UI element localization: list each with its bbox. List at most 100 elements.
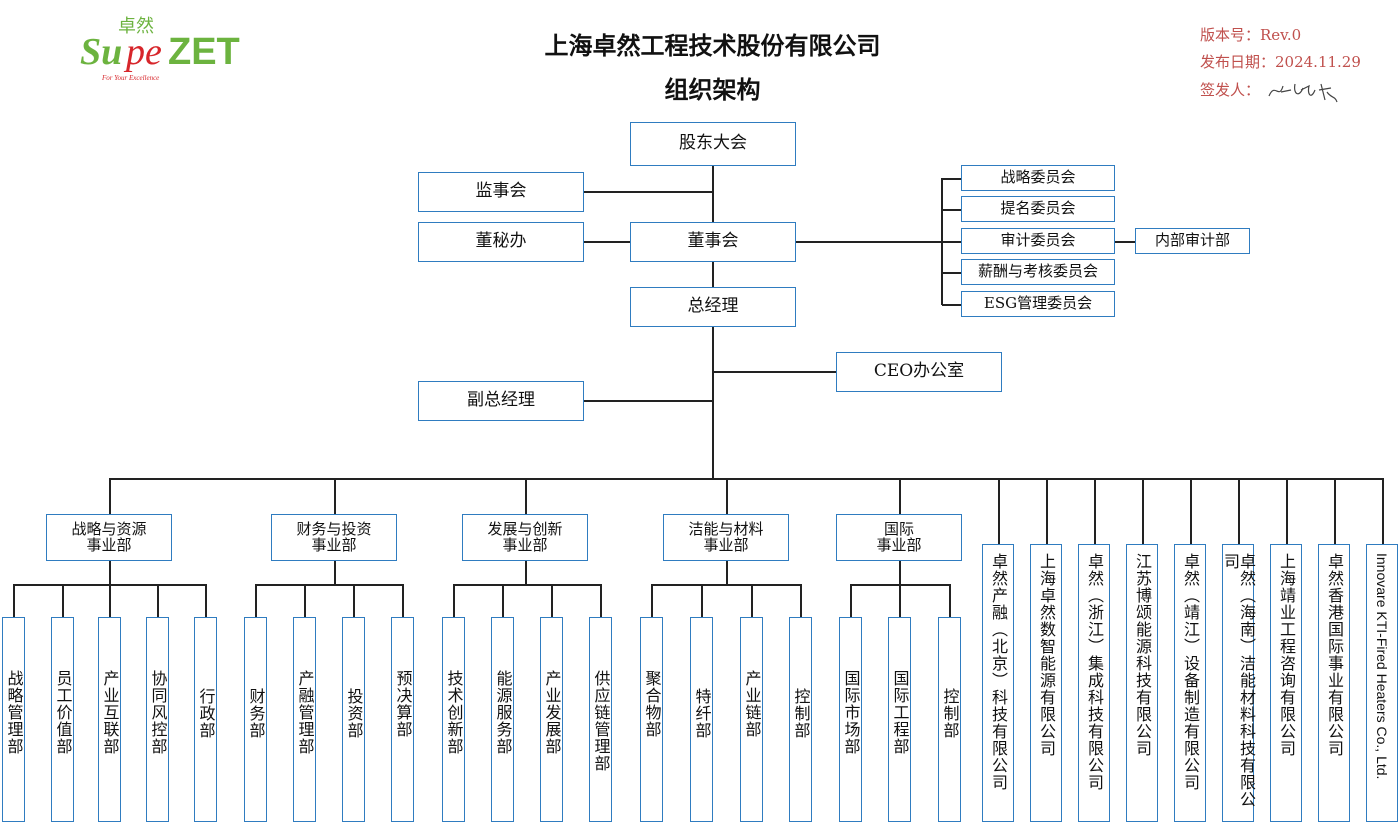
subsidiary-box[interactable]: 卓然（浙江）集成科技有限公司 xyxy=(1078,544,1110,822)
department-label: 投资部 xyxy=(344,688,364,739)
connector xyxy=(1190,478,1192,544)
ceo-office-box[interactable]: CEO办公室 xyxy=(836,352,1002,392)
company-logo: 卓然 Su pe ZET For Your Excellence xyxy=(80,10,260,90)
department-box[interactable]: 产业互联部 xyxy=(98,617,121,822)
connector xyxy=(800,584,802,617)
connector xyxy=(1142,478,1144,544)
department-label: 产业发展部 xyxy=(542,670,562,755)
department-box[interactable]: 员工价值部 xyxy=(51,617,74,822)
version-label: 版本号：Rev.0 xyxy=(1200,26,1302,44)
connector xyxy=(255,584,257,617)
connector xyxy=(525,478,527,514)
committee-box[interactable]: 提名委员会 xyxy=(961,196,1115,222)
connector xyxy=(1046,478,1048,544)
svg-text:For Your Excellence: For Your Excellence xyxy=(101,74,159,82)
department-label: 行政部 xyxy=(196,688,216,739)
connector xyxy=(62,584,64,617)
department-label: 技术创新部 xyxy=(444,670,464,755)
connector xyxy=(713,371,836,373)
department-box[interactable]: 技术创新部 xyxy=(442,617,465,822)
department-box[interactable]: 控制部 xyxy=(789,617,812,822)
connector xyxy=(453,584,602,586)
department-box[interactable]: 产业发展部 xyxy=(540,617,563,822)
connector xyxy=(998,478,1000,544)
committee-box[interactable]: 审计委员会 xyxy=(961,228,1115,254)
connector xyxy=(1286,478,1288,544)
subsidiary-box[interactable]: 江苏博颂能源科技有限公司 xyxy=(1126,544,1158,822)
shareholders-meeting-box[interactable]: 股东大会 xyxy=(630,122,796,166)
connector xyxy=(109,478,111,514)
connector xyxy=(796,241,942,243)
subsidiary-box[interactable]: Innovare KTI-Fired Heaters Co., Ltd. xyxy=(1366,544,1398,822)
division-box[interactable]: 发展与创新 事业部 xyxy=(462,514,588,561)
division-box[interactable]: 国际 事业部 xyxy=(836,514,962,561)
release-date: 发布日期：2024.11.29 xyxy=(1200,53,1361,71)
department-label: 产业互联部 xyxy=(100,670,120,755)
subsidiary-box[interactable]: 卓然（海南）洁能材料科技有限公司 xyxy=(1221,544,1256,822)
committee-box[interactable]: 薪酬与考核委员会 xyxy=(961,259,1115,285)
connector xyxy=(502,584,504,617)
connector xyxy=(942,272,961,274)
department-label: 国际市场部 xyxy=(841,670,861,755)
connector xyxy=(651,584,802,586)
department-box[interactable]: 国际工程部 xyxy=(888,617,911,822)
department-box[interactable]: 供应链管理部 xyxy=(589,617,612,822)
connector xyxy=(949,584,951,617)
department-label: 控制部 xyxy=(791,688,811,739)
connector xyxy=(334,478,336,514)
board-of-directors-box[interactable]: 董事会 xyxy=(630,222,796,262)
department-label: 控制部 xyxy=(940,688,960,739)
department-label: 供应链管理部 xyxy=(591,670,611,772)
connector xyxy=(255,584,404,586)
connector xyxy=(109,584,111,617)
department-box[interactable]: 预决算部 xyxy=(391,617,414,822)
department-box[interactable]: 能源服务部 xyxy=(491,617,514,822)
committee-box[interactable]: 战略委员会 xyxy=(961,165,1115,191)
subsidiary-label: 卓然香港国际事业有限公司 xyxy=(1325,553,1344,757)
department-box[interactable]: 产业链部 xyxy=(740,617,763,822)
department-box[interactable]: 聚合物部 xyxy=(640,617,663,822)
division-box[interactable]: 战略与资源 事业部 xyxy=(46,514,172,561)
subsidiary-box[interactable]: 上海卓然数智能源有限公司 xyxy=(1030,544,1062,822)
connector xyxy=(701,584,703,617)
subsidiary-box[interactable]: 卓然产融（北京）科技有限公司 xyxy=(982,544,1014,822)
department-box[interactable]: 投资部 xyxy=(342,617,365,822)
subsidiary-box[interactable]: 卓然（靖江）设备制造有限公司 xyxy=(1174,544,1206,822)
connector xyxy=(584,191,713,193)
division-box[interactable]: 财务与投资 事业部 xyxy=(271,514,397,561)
connector xyxy=(899,478,901,514)
department-box[interactable]: 产融管理部 xyxy=(293,617,316,822)
connector xyxy=(726,478,728,514)
department-box[interactable]: 战略管理部 xyxy=(2,617,25,822)
committee-box[interactable]: ESG管理委员会 xyxy=(961,291,1115,317)
department-box[interactable]: 控制部 xyxy=(938,617,961,822)
connector xyxy=(942,304,961,306)
connector xyxy=(726,561,728,584)
connector xyxy=(941,178,943,305)
subsidiary-label: 卓然（海南）洁能材料科技有限公司 xyxy=(1221,553,1256,808)
subsidiary-box[interactable]: 卓然香港国际事业有限公司 xyxy=(1318,544,1350,822)
department-box[interactable]: 行政部 xyxy=(194,617,217,822)
internal-audit-box[interactable]: 内部审计部 xyxy=(1135,228,1250,254)
supervisory-board-box[interactable]: 监事会 xyxy=(418,172,584,212)
connector xyxy=(205,584,207,617)
connector xyxy=(1334,478,1336,544)
subsidiary-label: Innovare KTI-Fired Heaters Co., Ltd. xyxy=(1374,553,1390,780)
issuer-label: 签发人： xyxy=(1200,78,1345,104)
department-box[interactable]: 财务部 xyxy=(244,617,267,822)
board-secretary-office-box[interactable]: 董秘办 xyxy=(418,222,584,262)
subsidiary-label: 江苏博颂能源科技有限公司 xyxy=(1133,553,1152,757)
department-box[interactable]: 国际市场部 xyxy=(839,617,862,822)
subsidiary-box[interactable]: 上海靖业工程咨询有限公司 xyxy=(1270,544,1302,822)
page-subtitle: 组织架构 xyxy=(664,76,761,104)
department-label: 能源服务部 xyxy=(493,670,513,755)
division-box[interactable]: 洁能与材料 事业部 xyxy=(663,514,789,561)
connector xyxy=(899,561,901,584)
department-box[interactable]: 特纤部 xyxy=(690,617,713,822)
connector xyxy=(651,584,653,617)
subsidiary-label: 上海卓然数智能源有限公司 xyxy=(1037,553,1056,757)
department-box[interactable]: 协同风控部 xyxy=(146,617,169,822)
subsidiary-label: 上海靖业工程咨询有限公司 xyxy=(1277,553,1296,757)
general-manager-box[interactable]: 总经理 xyxy=(630,287,796,327)
vice-general-manager-box[interactable]: 副总经理 xyxy=(418,381,584,421)
